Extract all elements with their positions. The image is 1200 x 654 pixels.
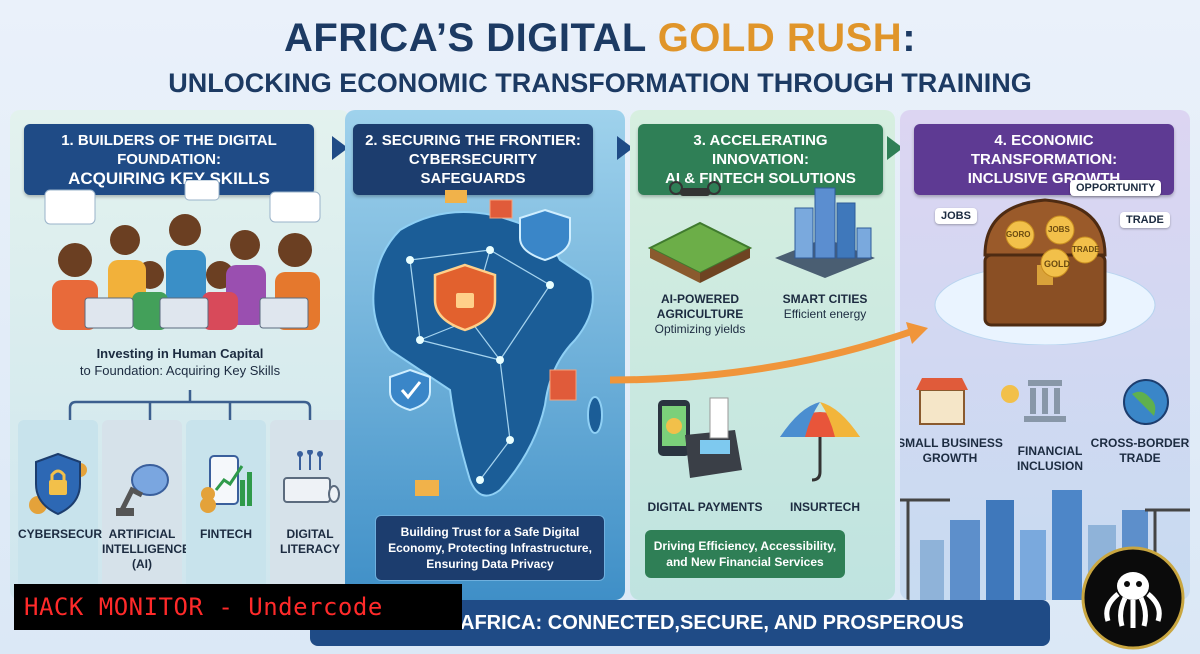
digital-payments-tile: DIGITAL PAYMENTS <box>640 500 770 515</box>
jobs-tag: JOBS <box>935 208 977 224</box>
cross-line1: CROSS-BORDER <box>1090 436 1190 450</box>
skill-fintech: FINTECH <box>186 420 266 590</box>
panel-4-heading: 4. ECONOMIC TRANSFORMATION: INCLUSIVE GR… <box>914 124 1174 195</box>
coin-jobs: JOBS <box>1048 225 1070 234</box>
skill-4-line2: LITERACY <box>280 542 340 556</box>
arrow-right-icon <box>887 136 903 160</box>
coin-trade: TRADE <box>1072 245 1100 254</box>
coin-gold: GOLD <box>1044 259 1070 269</box>
growth-arrow-icon <box>610 322 928 384</box>
fin-line2: INCLUSION <box>1017 459 1083 473</box>
panel-2-heading-line2: CYBERSECURITY SAFEGUARDS <box>408 151 538 187</box>
panel-economic-transformation: 4. ECONOMIC TRANSFORMATION: INCLUSIVE GR… <box>900 110 1190 600</box>
africa-network-map <box>372 190 603 497</box>
ai-agriculture-tile: AI-POWERED AGRICULTURE Optimizing yields <box>650 292 750 337</box>
skill-digital-literacy: DIGITAL LITERACY <box>270 420 350 590</box>
small-business-growth: SMALL BUSINESS GROWTH <box>900 436 1005 466</box>
trust-box: Building Trust for a Safe Digital Econom… <box>375 515 605 581</box>
main-title: AFRICA’S DIGITAL GOLD RUSH: <box>0 14 1200 62</box>
skill-ai-label: ARTIFICIAL INTELLIGENCE (AI) <box>102 527 191 572</box>
title-suffix: : <box>902 16 917 60</box>
panel-skills: 1. BUILDERS OF THE DIGITAL FOUNDATION: A… <box>10 110 350 600</box>
phone-coins-icon <box>200 455 252 513</box>
outcome-icons <box>916 378 1169 425</box>
payment-terminal-icon <box>658 397 742 478</box>
panel-1-heading: 1. BUILDERS OF THE DIGITAL FOUNDATION: A… <box>24 124 314 195</box>
opportunity-tag: OPPORTUNITY <box>1070 180 1162 196</box>
human-capital-caption: Investing in Human Capital to Foundation… <box>50 345 310 379</box>
skill-2-line1: ARTIFICIAL <box>108 527 176 541</box>
panel-1-heading-line2: ACQUIRING KEY SKILLS <box>68 169 270 188</box>
panel-4-heading-line1: 4. ECONOMIC TRANSFORMATION: <box>970 132 1118 168</box>
coin-goro: GORO <box>1006 230 1031 239</box>
smart-cities-tile: SMART CITIES Efficient energy <box>770 292 880 322</box>
smart-city-illustration <box>775 187 875 278</box>
trade-tag: TRADE <box>1120 212 1170 228</box>
efficiency-box-line2: and New Financial Services <box>666 555 824 569</box>
fin-line1: FINANCIAL <box>1017 444 1083 458</box>
brain-robot-icon <box>116 464 169 516</box>
insurtech-tile: INSURTECH <box>770 500 880 515</box>
cross-border-trade: CROSS-BORDER TRADE <box>1090 436 1190 466</box>
shield-lock-icon <box>29 452 87 516</box>
umbrella-icon <box>780 402 860 482</box>
payments-label: DIGITAL PAYMENTS <box>647 500 763 514</box>
efficiency-box-line1: Driving Efficiency, Accessibility, <box>653 539 837 553</box>
agri-line2: AGRICULTURE <box>656 307 744 321</box>
panel-cybersecurity: 2. SECURING THE FRONTIER: CYBERSECURITY … <box>345 110 625 600</box>
skill-digital-literacy-label: DIGITAL LITERACY <box>270 527 350 557</box>
skill-2-line2: INTELLIGENCE <box>102 542 191 556</box>
trust-box-line1: Building Trust for a Safe Digital <box>400 525 580 539</box>
skill-4-line1: DIGITAL <box>286 527 334 541</box>
trust-box-line3: Ensuring Data Privacy <box>426 557 554 571</box>
skill-3-line1: FINTECH <box>200 527 252 541</box>
insurtech-label: INSURTECH <box>789 500 860 514</box>
title-prefix: AFRICA’S DIGITAL <box>283 16 658 60</box>
panel-innovation: 3. ACCELERATING INNOVATION: AI & FINTECH… <box>630 110 895 600</box>
cities-line2: Efficient energy <box>783 307 867 321</box>
skills-connector <box>68 390 312 420</box>
panel-2-heading-line1: 2. SECURING THE FRONTIER: <box>365 132 581 149</box>
skill-2-line3: (AI) <box>132 557 152 571</box>
skill-ai: ARTIFICIAL INTELLIGENCE (AI) <box>102 420 191 590</box>
small-line1: SMALL BUSINESS <box>900 436 1003 450</box>
agriculture-drone-illustration <box>647 181 753 283</box>
arrow-right-icon <box>617 136 633 160</box>
students-illustration <box>44 180 321 330</box>
skill-1-line1: CYBERSECURITY <box>18 527 121 541</box>
treasure-chest-illustration <box>934 198 1156 345</box>
panel-1-heading-line1: 1. BUILDERS OF THE DIGITAL FOUNDATION: <box>61 132 277 168</box>
keyboard-icon <box>283 450 340 503</box>
trust-box-line2: Economy, Protecting Infrastructure, <box>388 541 592 555</box>
cross-line2: TRADE <box>1119 451 1161 465</box>
agri-line3: Optimizing yields <box>654 322 746 336</box>
financial-inclusion: FINANCIAL INCLUSION <box>1010 444 1090 474</box>
title-block: AFRICA’S DIGITAL GOLD RUSH: UNLOCKING EC… <box>0 14 1200 100</box>
skill-cybersecurity: CYBERSECURITY <box>18 420 121 590</box>
skill-fintech-label: FINTECH <box>186 527 266 542</box>
arrow-right-icon <box>332 136 348 160</box>
cities-line1: SMART CITIES <box>782 292 868 306</box>
efficiency-box: Driving Efficiency, Accessibility, and N… <box>645 530 845 578</box>
watermark-text: HACK MONITOR - Undercode <box>14 584 462 630</box>
small-line2: GROWTH <box>922 451 978 465</box>
city-skyline-illustration <box>900 490 1190 600</box>
panel-3-heading-line1: 3. ACCELERATING INNOVATION: <box>693 132 828 168</box>
panel-2-heading: 2. SECURING THE FRONTIER: CYBERSECURITY … <box>353 124 593 195</box>
human-capital-line2: to Foundation: Acquiring Key Skills <box>79 363 281 378</box>
agri-line1: AI-POWERED <box>661 292 739 306</box>
title-highlight: GOLD RUSH <box>657 16 903 60</box>
human-capital-line1: Investing in Human Capital <box>96 346 264 361</box>
subtitle: UNLOCKING ECONOMIC TRANSFORMATION THROUG… <box>168 68 1032 98</box>
octopus-logo-icon <box>1081 546 1185 650</box>
skill-cybersecurity-label: CYBERSECURITY <box>18 527 121 542</box>
